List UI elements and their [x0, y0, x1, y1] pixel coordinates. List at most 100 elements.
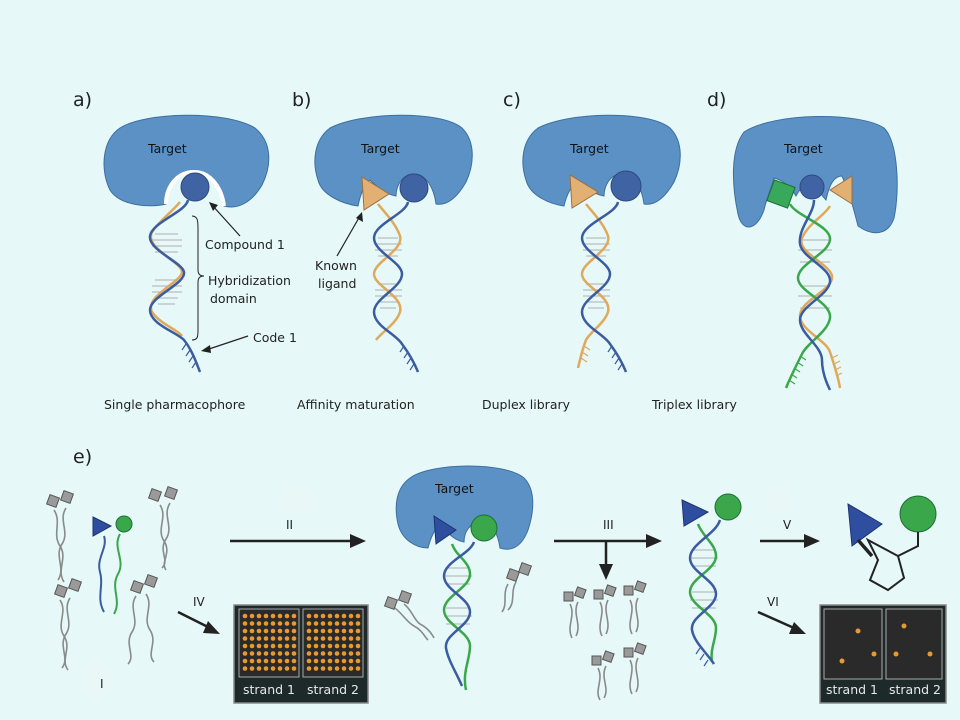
panel-a-caption: Single pharmacophore	[104, 397, 246, 412]
array-spot	[270, 658, 276, 664]
array-spot	[249, 666, 255, 671]
panel-e-array-hits: strand 1 strand 2	[819, 604, 947, 704]
array-spot	[256, 628, 262, 634]
array-spot	[256, 621, 262, 626]
array-spot	[320, 651, 326, 656]
panel-b-known-ligand-triangle	[361, 176, 390, 211]
panel-b-ligand-arrow	[336, 215, 361, 257]
step-iii-label: III	[603, 518, 614, 532]
array-spot	[334, 651, 340, 656]
array-spot	[270, 613, 276, 619]
array-spot	[291, 658, 297, 664]
array-spot	[263, 636, 269, 641]
panel-e-library-member	[92, 515, 133, 615]
array-spot	[277, 613, 283, 619]
panel-d-caption: Triplex library	[651, 397, 737, 412]
step-iv-arrowhead	[203, 621, 220, 634]
array-spot	[277, 658, 283, 664]
panel-d-ligand-triangle	[829, 175, 853, 205]
panel-b-target-protein	[314, 114, 473, 207]
array-spot	[320, 636, 326, 641]
array-spot	[242, 651, 248, 656]
array-spot	[313, 613, 319, 619]
panel-e-washed-strands	[563, 580, 647, 701]
array-spot	[327, 613, 333, 619]
array-spot	[334, 658, 340, 664]
array-spot	[291, 628, 297, 634]
panel-c-target-label: Target	[569, 141, 609, 156]
array-spot	[341, 621, 347, 626]
array-spot	[270, 636, 276, 641]
array-spot	[284, 666, 290, 671]
array-spot	[249, 658, 255, 664]
array-spot	[256, 636, 262, 641]
array-spot	[355, 613, 361, 619]
array-spot	[263, 658, 269, 664]
array-spot	[291, 643, 297, 649]
array-spot	[320, 658, 326, 664]
array-spot	[291, 651, 297, 656]
step-v-label: V	[783, 518, 792, 532]
panel-a-dna-helix	[148, 199, 202, 373]
array-spot	[277, 636, 283, 641]
array-spot	[348, 666, 354, 671]
array-spot	[270, 621, 276, 626]
array-spot	[341, 628, 347, 634]
panel-a-compound-arrow	[211, 204, 241, 237]
array-spot	[242, 643, 248, 649]
panel-e-target-label: Target	[434, 481, 474, 496]
array-spot	[249, 643, 255, 649]
panel-e-unbound-strands	[391, 581, 517, 641]
array-spot	[242, 636, 248, 641]
panel-c-ligand-triangle	[569, 174, 599, 209]
array-spot	[313, 636, 319, 641]
array-spot	[348, 643, 354, 649]
array-spot	[334, 666, 340, 671]
panel-d-target-label: Target	[783, 141, 823, 156]
array-spot	[348, 621, 354, 626]
panel-a-code-arrow	[205, 335, 249, 351]
array-spot	[327, 651, 333, 656]
panel-a-target-label: Target	[147, 141, 187, 156]
array-spot	[348, 613, 354, 619]
selected-blue-triangle	[681, 499, 710, 527]
array-hits-strand1-label: strand 1	[826, 682, 878, 697]
array-spot	[263, 643, 269, 649]
array-spot	[291, 621, 297, 626]
array-spot	[355, 621, 361, 626]
array-spot	[313, 621, 319, 626]
array-spot	[306, 643, 312, 649]
panel-d-compound-circle	[799, 174, 825, 200]
array-spot	[341, 651, 347, 656]
panel-c-letter: c)	[503, 89, 521, 111]
panel-d: Target Triplex library	[651, 115, 898, 412]
panel-e-letter: e)	[73, 446, 92, 468]
final-bond-2	[897, 532, 919, 557]
array-spot	[270, 666, 276, 671]
array-spot	[306, 628, 312, 634]
array-spot	[348, 658, 354, 664]
array-spot	[355, 666, 361, 671]
final-green-circle	[899, 495, 937, 533]
array-full-strand1-label: strand 1	[243, 682, 295, 697]
array-spot	[355, 658, 361, 664]
panel-e-target-protein	[395, 465, 534, 550]
array-spot	[348, 628, 354, 634]
step-vi-arrowhead	[789, 622, 806, 634]
array-spot	[313, 666, 319, 671]
array-full-strand2-label: strand 2	[307, 682, 359, 697]
panel-a-code-arrowhead	[201, 345, 211, 353]
array-spot	[334, 636, 340, 641]
step-ii-label: II	[286, 518, 293, 532]
step-vi-label: VI	[767, 595, 779, 609]
array-spot	[263, 613, 269, 619]
panel-d-letter: d)	[707, 89, 726, 111]
array-spot	[320, 621, 326, 626]
array-spot	[242, 621, 248, 626]
step-iv-label: IV	[193, 595, 206, 609]
array-spot	[355, 636, 361, 641]
array-spot	[327, 636, 333, 641]
step-iii-down-arrowhead	[599, 564, 613, 580]
array-spot	[341, 643, 347, 649]
